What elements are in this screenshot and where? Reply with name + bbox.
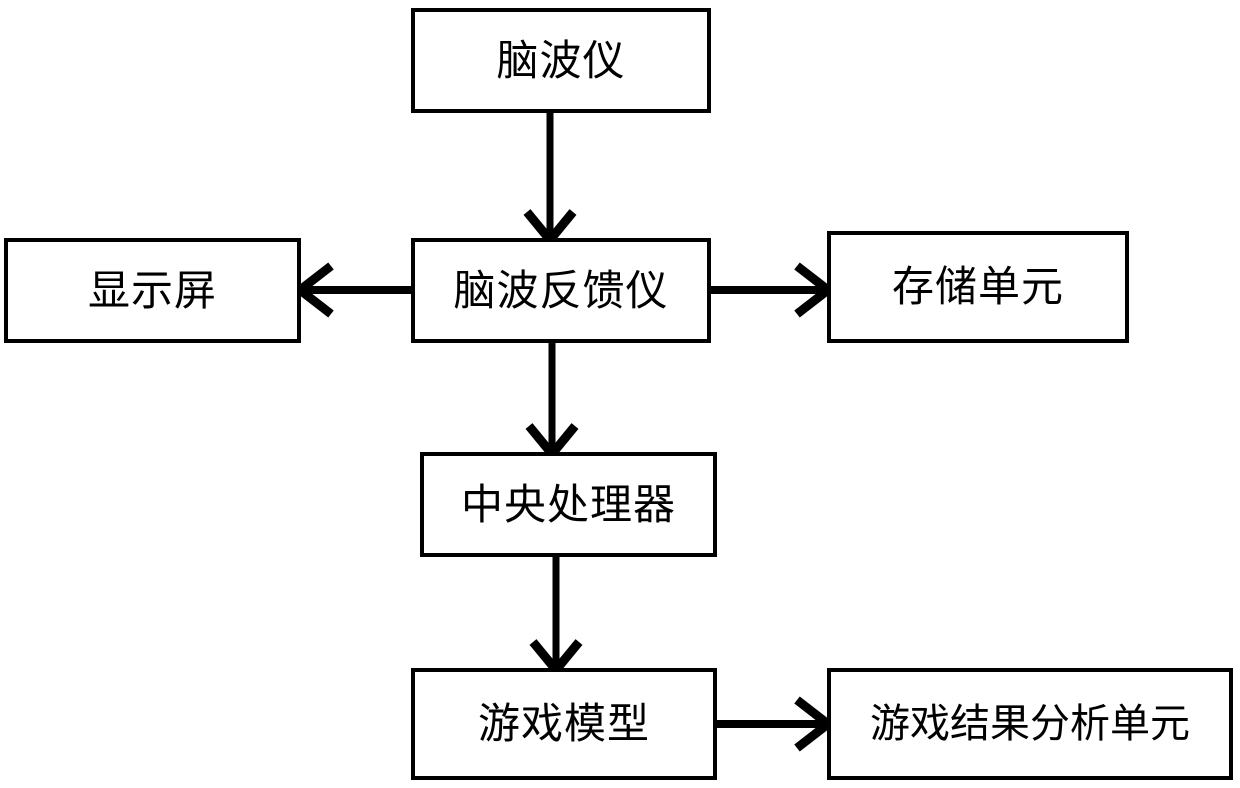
node-game-result-analysis-unit-label: 游戏结果分析单元	[870, 701, 1190, 747]
node-game-result-analysis-unit[interactable]: 游戏结果分析单元	[827, 668, 1233, 780]
connector-eeg-to-feedback	[523, 112, 577, 248]
node-display-screen[interactable]: 显示屏	[4, 238, 301, 343]
connector-cpu-to-game	[529, 557, 583, 678]
connector-game-to-analysis	[717, 696, 836, 752]
node-central-processor-label: 中央处理器	[460, 479, 676, 529]
node-display-screen-label: 显示屏	[87, 265, 217, 315]
node-storage-unit[interactable]: 存储单元	[827, 231, 1129, 343]
node-game-model-label: 游戏模型	[477, 699, 650, 748]
node-eeg[interactable]: 脑波仪	[411, 8, 711, 113]
node-eeg-feedback-device-label: 脑波反馈仪	[453, 265, 669, 315]
node-game-model[interactable]: 游戏模型	[411, 668, 717, 780]
connector-feedback-to-display	[292, 262, 411, 318]
node-central-processor[interactable]: 中央处理器	[420, 452, 717, 557]
connector-feedback-to-storage	[711, 262, 836, 318]
node-eeg-label: 脑波仪	[496, 35, 626, 85]
connector-feedback-to-cpu	[525, 343, 579, 462]
node-eeg-feedback-device[interactable]: 脑波反馈仪	[411, 238, 711, 343]
node-storage-unit-label: 存储单元	[891, 262, 1064, 311]
